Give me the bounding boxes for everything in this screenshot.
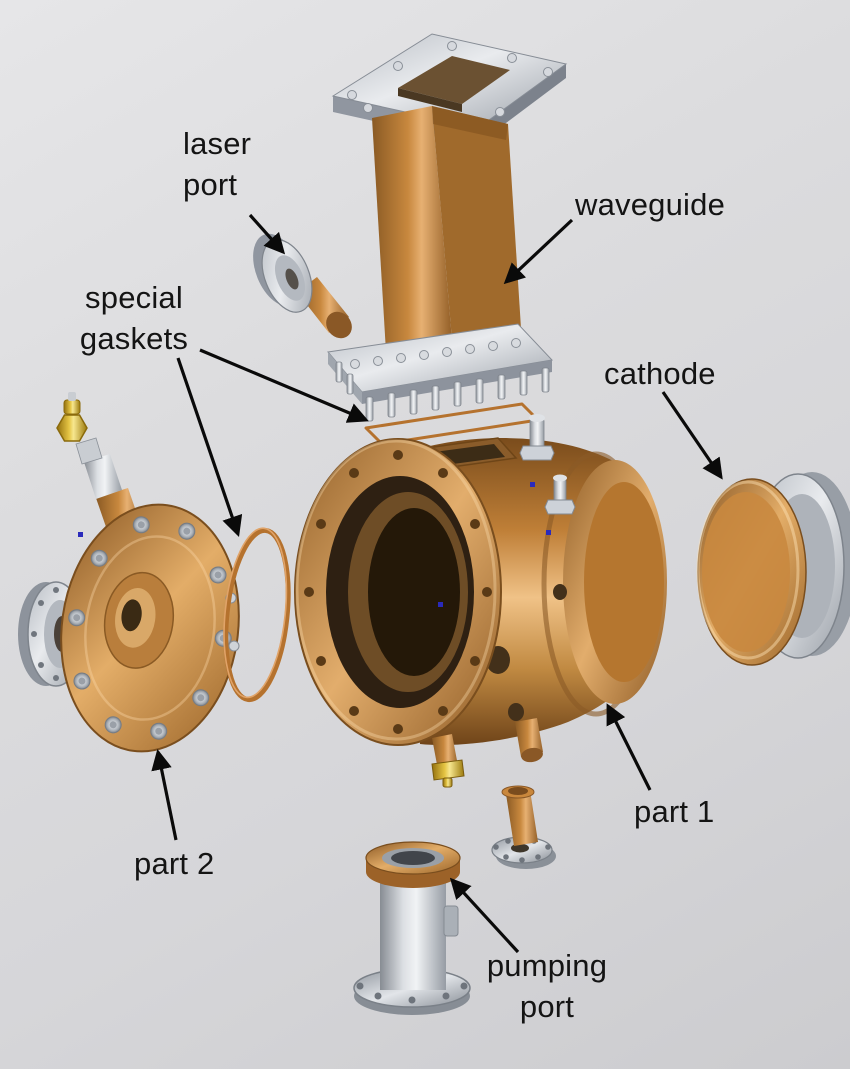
waveguide-label: waveguide	[575, 187, 726, 222]
pumping-port-graphic	[353, 841, 471, 1015]
part-2-arrow	[151, 748, 178, 841]
laser-port-label: laser port	[183, 126, 252, 202]
part-2-label: part 2	[134, 846, 215, 881]
special-gaskets-label: special gaskets	[79, 280, 189, 356]
alignment-markers	[78, 482, 551, 607]
cathode-label: cathode	[604, 356, 716, 391]
part-1-label: part 1	[634, 794, 715, 829]
cathode-graphic	[696, 472, 850, 666]
part-2-graphic	[18, 392, 240, 753]
laser-port-graphic	[253, 233, 352, 339]
brass-valve	[431, 734, 465, 788]
top-nozzle-2	[544, 474, 576, 515]
special-gaskets-arrow-1	[199, 348, 369, 423]
pumping-port-arrow	[449, 877, 520, 954]
part-1-graphic	[78, 414, 667, 788]
laser-port-arrow	[248, 213, 286, 255]
gasket-ring-graphic	[223, 527, 291, 703]
flange-studs	[335, 361, 550, 422]
part-2-bolts	[68, 516, 232, 740]
small-flange-graphic	[491, 785, 556, 869]
top-nozzle-1	[519, 414, 555, 461]
cathode-arrow	[661, 391, 723, 480]
waveguide-arrow	[503, 218, 574, 285]
part-1-arrow	[606, 703, 652, 791]
special-gaskets-arrow-2	[176, 357, 243, 537]
front-ring-bolt-holes	[304, 450, 492, 734]
pumping-port-label: pumping port	[486, 948, 608, 1024]
waveguide-graphic	[327, 33, 568, 446]
